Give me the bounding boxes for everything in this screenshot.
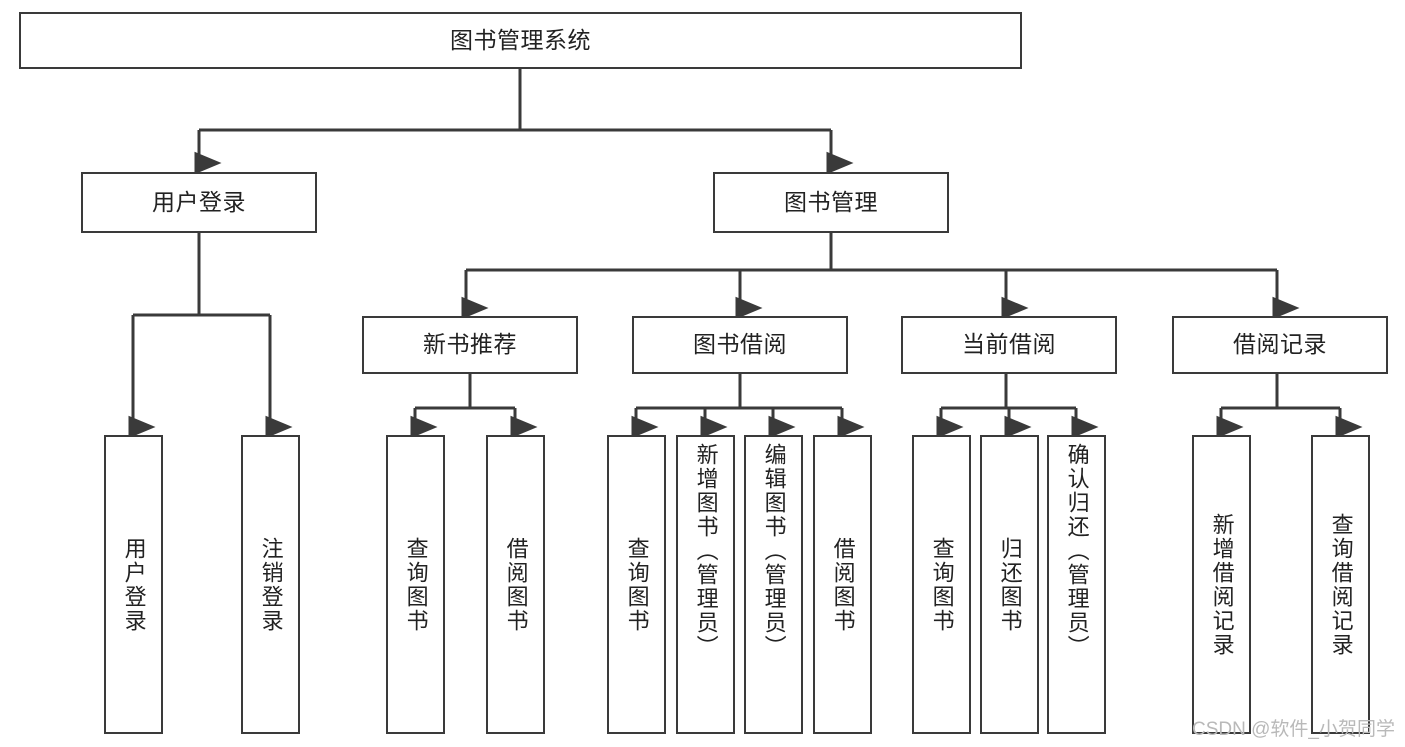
node-leaf-add-book-label: 新增图书（管理员） [693, 443, 719, 659]
node-leaf-confirm-return[interactable]: 确认归还（管理员） [1047, 435, 1106, 734]
node-book-management-label: 图书管理 [784, 188, 878, 215]
node-leaf-borrow-book-2[interactable]: 借阅图书 [813, 435, 872, 734]
node-leaf-return-book[interactable]: 归还图书 [980, 435, 1039, 734]
node-leaf-edit-book-label: 编辑图书（管理员） [761, 443, 787, 659]
node-new-book-recommend-label: 新书推荐 [423, 331, 517, 358]
node-user-login[interactable]: 用户登录 [81, 172, 317, 233]
node-current-borrow[interactable]: 当前借阅 [901, 316, 1117, 374]
node-leaf-user-login-label: 用户登录 [121, 536, 147, 633]
node-book-borrow[interactable]: 图书借阅 [632, 316, 848, 374]
node-book-management[interactable]: 图书管理 [713, 172, 949, 233]
node-leaf-confirm-return-label: 确认归还（管理员） [1064, 443, 1090, 659]
node-leaf-borrow-book-2-label: 借阅图书 [830, 536, 856, 633]
csdn-watermark: CSDN @软件_小贺同学 [1192, 719, 1395, 740]
node-user-login-label: 用户登录 [152, 188, 246, 215]
node-book-borrow-label: 图书借阅 [693, 331, 787, 358]
node-leaf-query-book-3[interactable]: 查询图书 [912, 435, 971, 734]
node-leaf-query-record-label: 查询借阅记录 [1328, 512, 1354, 657]
node-leaf-logout-label: 注销登录 [258, 536, 284, 633]
node-borrow-record[interactable]: 借阅记录 [1172, 316, 1388, 374]
node-current-borrow-label: 当前借阅 [962, 331, 1056, 358]
node-leaf-add-book[interactable]: 新增图书（管理员） [676, 435, 735, 734]
node-leaf-add-record[interactable]: 新增借阅记录 [1192, 435, 1251, 734]
node-leaf-return-book-label: 归还图书 [997, 536, 1023, 633]
node-leaf-query-book-1[interactable]: 查询图书 [386, 435, 445, 734]
node-leaf-user-login[interactable]: 用户登录 [104, 435, 163, 734]
node-root-label: 图书管理系统 [450, 26, 591, 53]
node-leaf-logout[interactable]: 注销登录 [241, 435, 300, 734]
node-leaf-query-book-1-label: 查询图书 [403, 536, 429, 633]
node-borrow-record-label: 借阅记录 [1233, 331, 1327, 358]
node-leaf-query-book-3-label: 查询图书 [929, 536, 955, 633]
node-leaf-edit-book[interactable]: 编辑图书（管理员） [744, 435, 803, 734]
node-root[interactable]: 图书管理系统 [19, 12, 1022, 69]
node-leaf-query-book-2-label: 查询图书 [624, 536, 650, 633]
node-new-book-recommend[interactable]: 新书推荐 [362, 316, 578, 374]
node-leaf-add-record-label: 新增借阅记录 [1209, 512, 1235, 657]
node-leaf-borrow-book-1[interactable]: 借阅图书 [486, 435, 545, 734]
node-leaf-query-record[interactable]: 查询借阅记录 [1311, 435, 1370, 734]
node-leaf-query-book-2[interactable]: 查询图书 [607, 435, 666, 734]
node-leaf-borrow-book-1-label: 借阅图书 [503, 536, 529, 633]
